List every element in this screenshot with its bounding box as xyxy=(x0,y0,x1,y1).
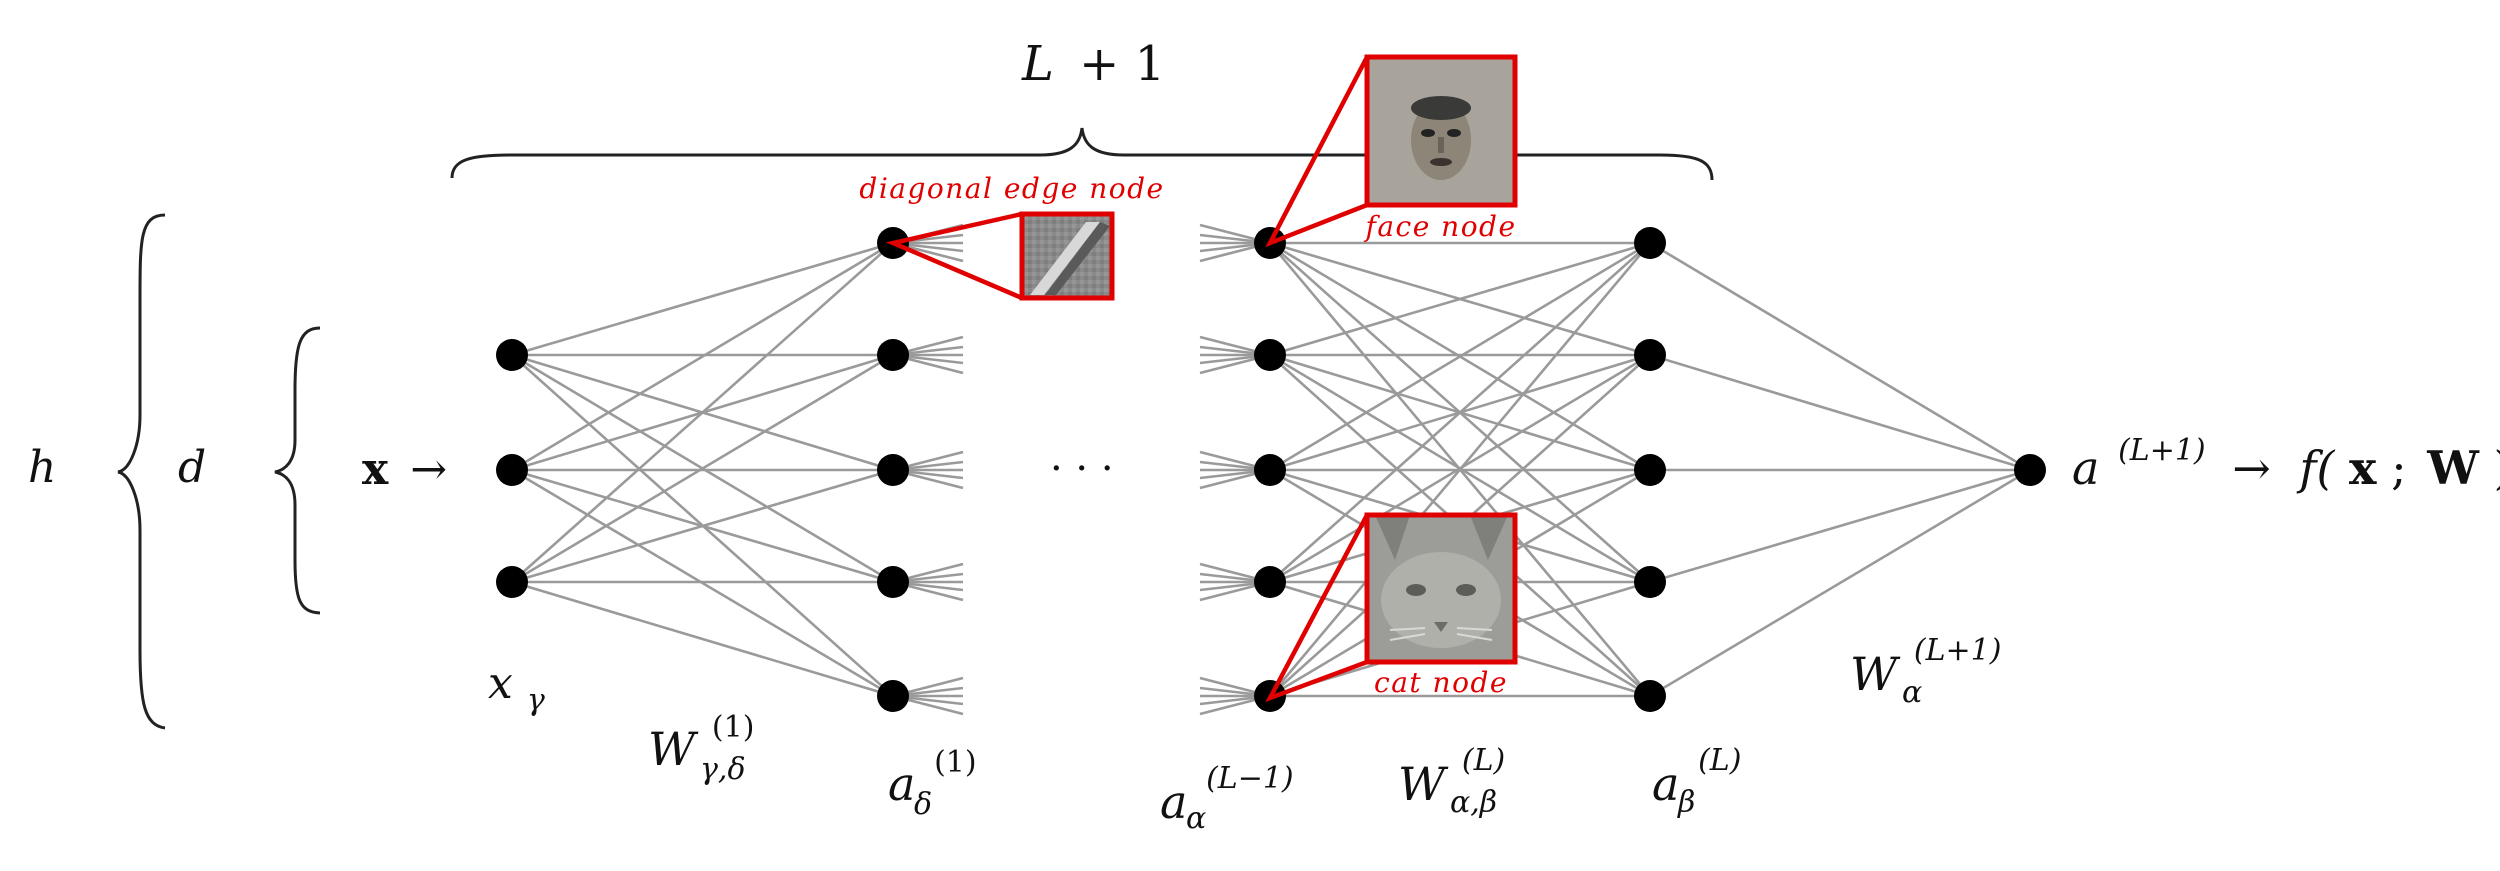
edge xyxy=(511,241,894,357)
input-x-label: x → xyxy=(362,444,447,495)
neuron-node xyxy=(1634,566,1666,598)
neuron-node xyxy=(496,454,528,486)
d-label: d xyxy=(178,442,206,493)
output-label: a (L+1) → f( x ; W ) xyxy=(2072,417,2500,495)
aL-label: a (L) β xyxy=(1652,727,1756,820)
neuron-node xyxy=(1634,227,1666,259)
face-thumbnail xyxy=(1364,54,1518,208)
neuron-node xyxy=(1254,566,1286,598)
neuron-node xyxy=(496,339,528,371)
neuron-node xyxy=(877,680,909,712)
aLm1-label: a (L−1) α xyxy=(1160,745,1308,836)
neuron-node xyxy=(496,566,528,598)
neuron-node xyxy=(1634,454,1666,486)
edge xyxy=(1269,242,1651,697)
layers-count-label: L + 1 xyxy=(1021,36,1165,92)
brace-d xyxy=(274,326,321,615)
edge xyxy=(511,580,894,698)
brace-layers xyxy=(450,127,1714,181)
neuron-node xyxy=(2014,454,2046,486)
W1-label: W (1) γ,δ xyxy=(648,694,769,787)
edge xyxy=(511,242,894,583)
face-label: face node xyxy=(1363,210,1516,243)
a1-label: a (1) δ xyxy=(888,729,991,822)
diagonal-edge-thumbnail xyxy=(1019,211,1115,301)
cat-pointer xyxy=(1265,513,1369,703)
brace-h xyxy=(117,213,166,730)
cat-label: cat node xyxy=(1374,666,1508,699)
face-pointer xyxy=(1265,55,1369,248)
braces xyxy=(117,127,1714,730)
edge xyxy=(511,353,894,584)
edge xyxy=(511,241,894,472)
h-label: h xyxy=(28,442,56,493)
edge xyxy=(1649,241,2031,472)
neuron-node xyxy=(1634,339,1666,371)
neuron-node xyxy=(1254,339,1286,371)
WL1-label: W (L+1) α xyxy=(1850,617,2016,710)
edge xyxy=(1269,241,1651,357)
edge xyxy=(1649,468,2031,584)
x-gamma-label: x γ xyxy=(488,658,545,718)
neuron-node xyxy=(1254,454,1286,486)
ellipsis-label: · · · xyxy=(1050,446,1114,492)
neuron-node xyxy=(1634,680,1666,712)
diagonal-edge-pointer xyxy=(885,211,1023,301)
cat-callout: cat node xyxy=(1265,512,1518,703)
diagonal-edge-label: diagonal edge node xyxy=(859,172,1164,205)
labels: h d L + 1 x → x γ W (1) γ,δ a (1) δ · · … xyxy=(28,36,2500,836)
neuron-node xyxy=(877,454,909,486)
cat-thumbnail xyxy=(1364,512,1518,665)
diagonal-edge-callout: diagonal edge node xyxy=(859,172,1164,301)
edge xyxy=(1269,241,1651,472)
neuron-node xyxy=(877,566,909,598)
edge xyxy=(511,468,894,584)
neuron-node xyxy=(877,339,909,371)
edge xyxy=(1649,353,2031,472)
WL-label: W (L) α,β xyxy=(1398,727,1520,820)
face-callout: face node xyxy=(1265,54,1518,248)
edge xyxy=(1649,468,2031,698)
edge xyxy=(1269,242,1651,583)
